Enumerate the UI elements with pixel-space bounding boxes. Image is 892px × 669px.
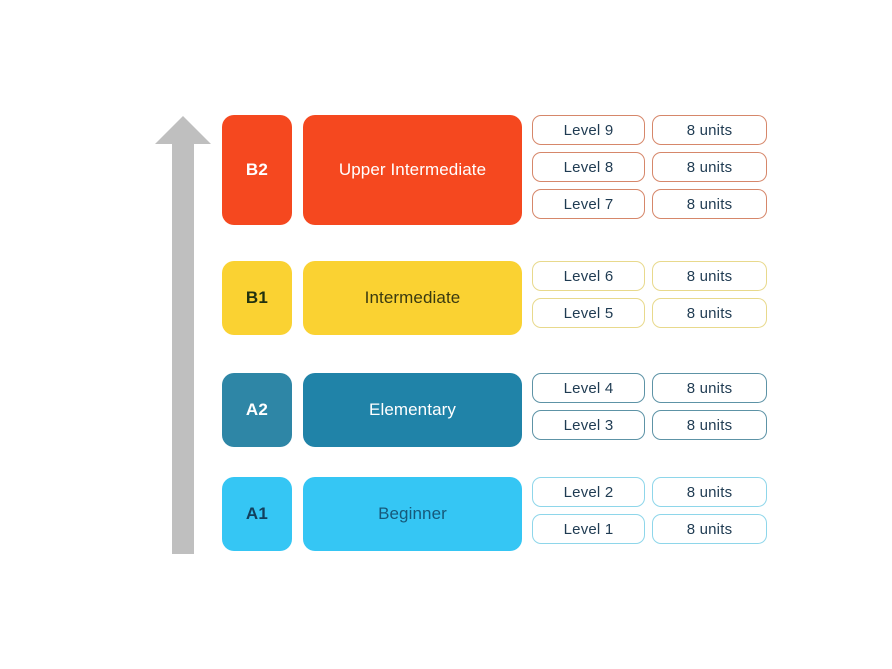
units-pill[interactable]: 8 units [652,115,767,145]
units-pill[interactable]: 8 units [652,261,767,291]
level-pill[interactable]: Level 7 [532,189,645,219]
level-pill[interactable]: Level 5 [532,298,645,328]
level-name-a1[interactable]: Beginner [303,477,522,551]
level-code-a1[interactable]: A1 [222,477,292,551]
units-pill[interactable]: 8 units [652,410,767,440]
level-name-a2[interactable]: Elementary [303,373,522,447]
units-pill[interactable]: 8 units [652,373,767,403]
units-pill[interactable]: 8 units [652,189,767,219]
units-pill[interactable]: 8 units [652,152,767,182]
level-pill[interactable]: Level 1 [532,514,645,544]
level-code-a2[interactable]: A2 [222,373,292,447]
units-pill[interactable]: 8 units [652,514,767,544]
level-pill[interactable]: Level 3 [532,410,645,440]
level-pill[interactable]: Level 9 [532,115,645,145]
level-pill[interactable]: Level 2 [532,477,645,507]
units-pill[interactable]: 8 units [652,298,767,328]
arrow-shape [155,116,211,554]
level-name-b2[interactable]: Upper Intermediate [303,115,522,225]
level-pill[interactable]: Level 6 [532,261,645,291]
progression-arrow [153,114,213,556]
level-name-b1[interactable]: Intermediate [303,261,522,335]
level-pill[interactable]: Level 8 [532,152,645,182]
level-pill[interactable]: Level 4 [532,373,645,403]
level-code-b1[interactable]: B1 [222,261,292,335]
units-pill[interactable]: 8 units [652,477,767,507]
level-code-b2[interactable]: B2 [222,115,292,225]
